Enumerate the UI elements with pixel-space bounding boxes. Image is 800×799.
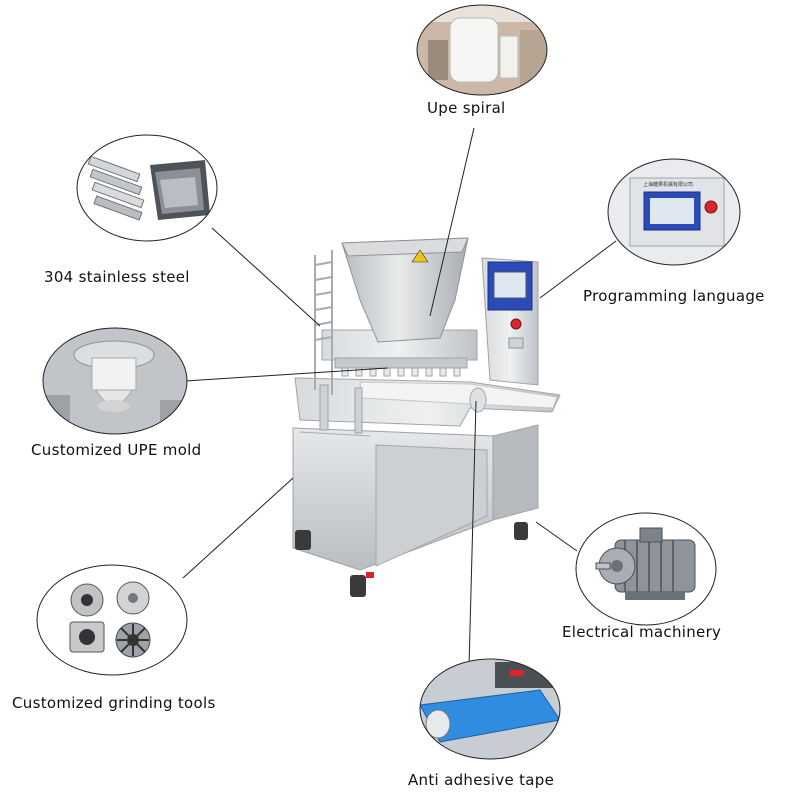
bubble-programming-panel: 上海糖果机械有限公司: [607, 158, 741, 266]
label-customized-grinding-tools: Customized grinding tools: [12, 694, 216, 712]
depositor-machine: [292, 237, 561, 597]
bubble-grinding-tools: [36, 564, 188, 676]
tool-3: [69, 621, 105, 653]
line-mold: [184, 367, 389, 382]
hmi-stop-button: [704, 200, 718, 214]
connector-lines: [182, 127, 617, 668]
control-screen: [493, 271, 527, 299]
label-customized-upe-mold: Customized UPE mold: [31, 441, 202, 459]
bubble-electrical-machinery: [575, 512, 717, 626]
nozzle-row: [341, 367, 461, 377]
machine-cabinet-side: [492, 424, 539, 521]
caster-wheels: [295, 522, 528, 597]
steel-sheets-image: [150, 160, 210, 220]
bubble-anti-adhesive-tape: [419, 658, 561, 760]
tray-rack: [314, 250, 333, 395]
bubble-upe-mold: [42, 327, 188, 435]
line-upe-spiral: [429, 127, 475, 317]
line-grinding: [182, 477, 294, 579]
line-programming: [539, 240, 617, 299]
label-upe-spiral: Upe spiral: [427, 99, 506, 117]
panel-screen-header: 上海糖果机械有限公司: [643, 181, 693, 188]
tool-4: [115, 622, 151, 658]
line-steel: [211, 227, 321, 327]
label-304-stainless-steel: 304 stainless steel: [44, 268, 190, 286]
tool-2: [116, 581, 150, 615]
bubble-stainless-steel: [76, 134, 218, 242]
line-machinery: [535, 521, 578, 552]
motor-image: [595, 527, 696, 600]
steel-tubes-image: [87, 155, 145, 221]
label-programming-language: Programming language: [583, 287, 765, 305]
bubble-upe-spiral: [416, 4, 548, 96]
label-electrical-machinery: Electrical machinery: [562, 623, 722, 641]
emergency-stop: [510, 318, 522, 330]
tool-1: [70, 583, 104, 617]
line-tape: [468, 400, 477, 668]
label-anti-adhesive-tape: Anti adhesive tape: [408, 771, 555, 789]
machine-cabinet-door: [375, 444, 488, 567]
